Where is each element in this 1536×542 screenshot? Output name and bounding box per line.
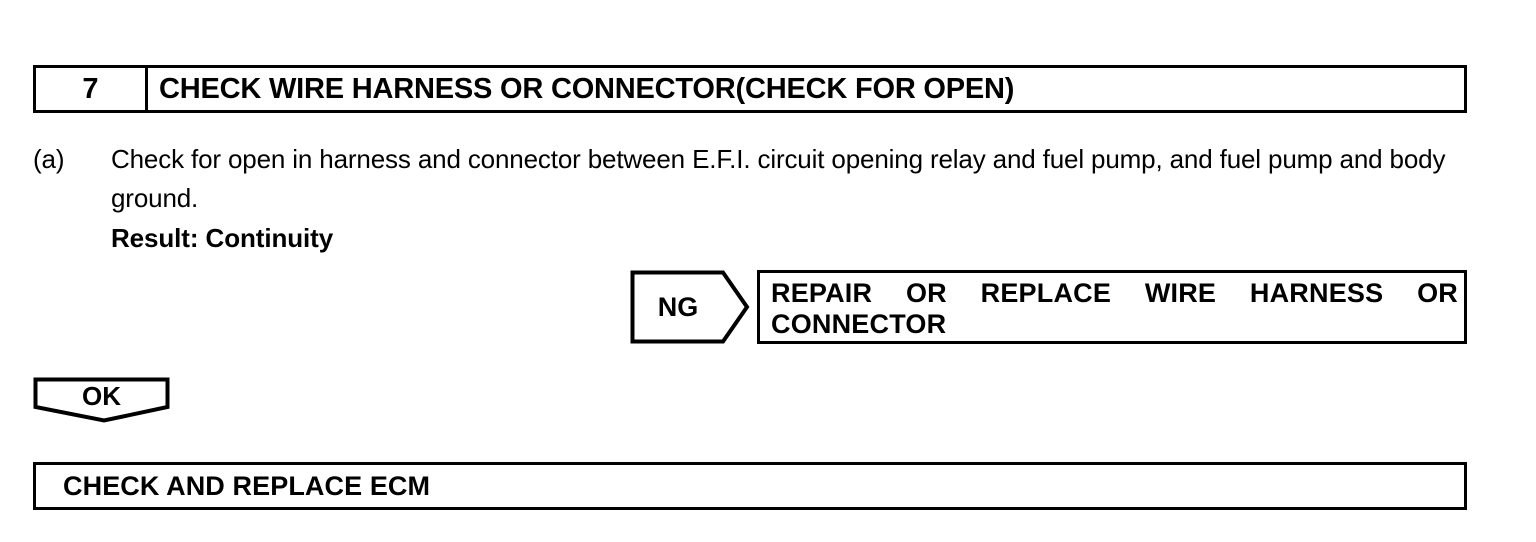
instruction-row: (a) Check for open in harness and connec… [33,140,1473,258]
instruction-block: (a) Check for open in harness and connec… [33,140,1473,258]
step-title: CHECK WIRE HARNESS OR CONNECTOR(CHECK FO… [159,72,1015,105]
ng-action-text: REPAIR OR REPLACE WIRE HARNESS OR CONNEC… [771,278,1458,340]
ok-arrow-down-icon: OK [33,377,170,423]
step-number-cell: 7 [36,68,148,110]
step-title-cell: CHECK WIRE HARNESS OR CONNECTOR(CHECK FO… [148,68,1464,110]
instruction-text: Check for open in harness and connector … [111,144,1446,213]
ng-branch: NG REPAIR OR REPLACE WIRE HARNESS OR CON… [630,270,1467,345]
outcome-box: CHECK AND REPLACE ECM [33,462,1467,510]
ng-tag-label: NG [657,291,699,322]
ng-arrow-right-icon: NG [630,270,750,344]
instruction-marker: (a) [33,144,65,174]
instruction-body: Check for open in harness and connector … [111,140,1473,258]
instruction-result: Result: Continuity [111,223,334,253]
ng-action-box: REPAIR OR REPLACE WIRE HARNESS OR CONNEC… [757,270,1467,344]
outcome-text: CHECK AND REPLACE ECM [63,470,431,501]
ok-tag-label: OK [82,380,121,411]
ng-action-line-2: CONNECTOR [771,309,947,339]
step-number: 7 [82,72,99,105]
ng-action-line-1: REPAIR OR REPLACE WIRE HARNESS OR [771,278,1458,308]
step-header-bar: 7 CHECK WIRE HARNESS OR CONNECTOR(CHECK … [33,65,1467,113]
